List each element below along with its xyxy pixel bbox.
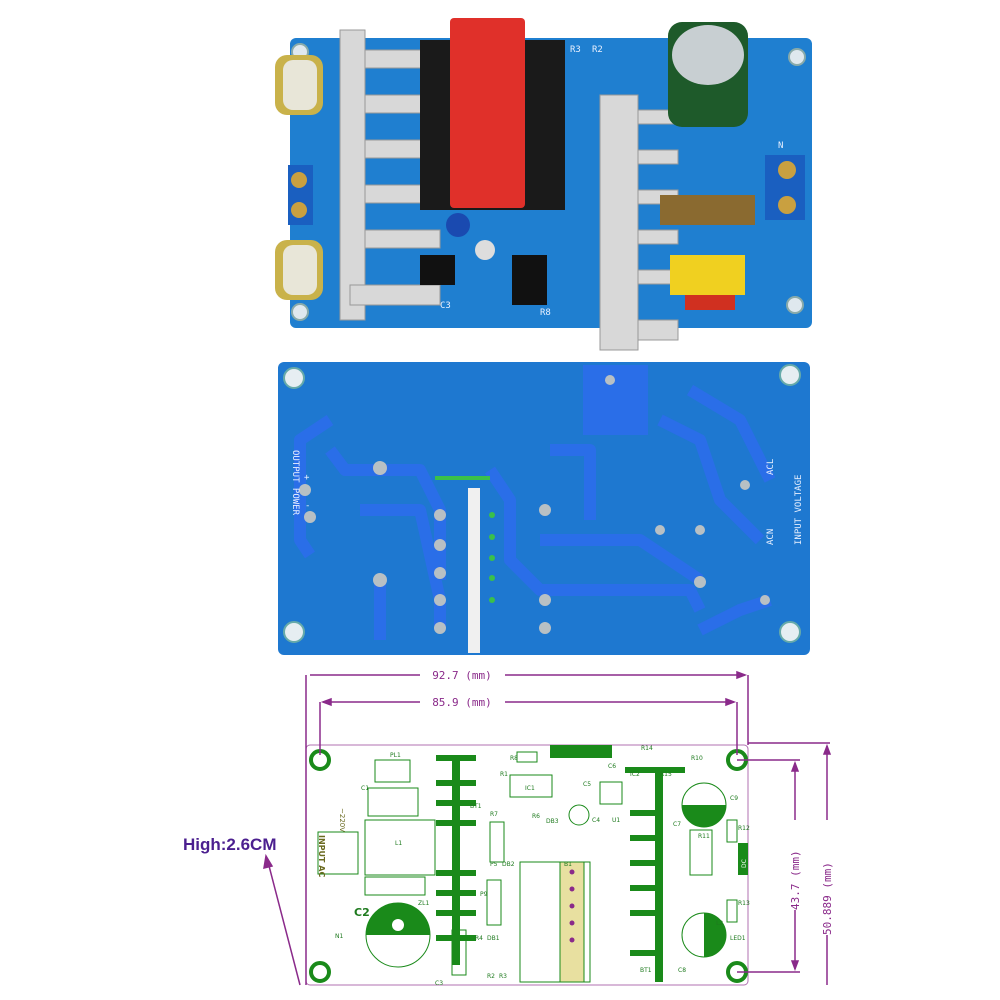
- dimension-lines: [263, 670, 832, 986]
- common-mode-choke: [660, 195, 755, 225]
- capacitor-footprints: [365, 782, 727, 968]
- designator: R11: [698, 833, 710, 840]
- input-terminal-block: N: [765, 141, 805, 220]
- silk-c3: C3: [440, 301, 451, 311]
- designator: C1: [361, 785, 369, 792]
- designator: N1: [335, 933, 343, 940]
- acl-label: ACL: [766, 459, 776, 475]
- designator: C4: [592, 817, 600, 824]
- isolation-slot: [468, 488, 480, 653]
- pcb-bottom-photo: OUTPUT POWER + - INPUT VOLTAGE ACL ACN: [278, 362, 810, 655]
- led-pads: [489, 512, 495, 603]
- designator: R12: [738, 825, 750, 832]
- output-power-label: OUTPUT POWER: [290, 450, 300, 516]
- input-voltage-label: INPUT VOLTAGE: [794, 475, 804, 545]
- designator: DB2: [502, 861, 515, 868]
- height-outer-dimension: 50.889 (mm): [821, 862, 834, 935]
- component-designators: PL1 C1 L1 ZL1 C2 N1 BT1 R7 R1 IC1 R8 C6 …: [335, 745, 750, 987]
- designator: R15: [660, 771, 672, 778]
- designator: R2: [487, 973, 495, 980]
- designator: R8: [510, 755, 518, 762]
- width-inner-dimension: 85.9 (mm): [432, 696, 492, 709]
- output-capacitors: [275, 55, 323, 300]
- designator: PL1: [390, 752, 401, 759]
- designator: U1: [612, 817, 620, 824]
- voltage-label: ~220V: [338, 808, 346, 832]
- designator: C7: [673, 821, 681, 828]
- designator: ZL1: [418, 900, 429, 907]
- designator: L1: [395, 840, 402, 847]
- designator: BT1: [640, 967, 652, 974]
- mounting-holes-bottom: [283, 364, 801, 643]
- dimension-drawing: 92.7 (mm) 85.9 (mm) 43.7 (mm) 50.889 (mm…: [183, 669, 834, 987]
- acn-label: ACN: [766, 529, 776, 545]
- y-capacitor: [446, 213, 470, 237]
- x-capacitor: [670, 255, 745, 295]
- transformer: [420, 18, 565, 210]
- silk-r3: R3: [570, 45, 581, 55]
- designator: IC1: [525, 785, 535, 792]
- designator: R13: [738, 900, 750, 907]
- dc-output-connector: [738, 843, 748, 875]
- component-footprints: [317, 751, 738, 983]
- output-plus-label: +: [304, 473, 310, 483]
- designator: C9: [730, 795, 738, 802]
- designator: C5: [583, 781, 591, 788]
- bridge-pads: [569, 869, 575, 943]
- designator: BT1: [470, 803, 482, 810]
- mounting-holes-top: [291, 43, 806, 321]
- designator: C8: [678, 967, 686, 974]
- copper-pad-large: [583, 365, 648, 435]
- height-inner-dimension: 43.7 (mm): [789, 850, 802, 910]
- designator: R6: [532, 813, 540, 820]
- output-terminal-block: [288, 165, 313, 225]
- designator: LED1: [730, 935, 746, 942]
- input-ac-label: INPUT AC: [317, 835, 326, 877]
- designator: R7: [490, 811, 498, 818]
- designator: B1: [564, 861, 572, 868]
- silk-n: N: [778, 141, 783, 151]
- optocoupler: [420, 255, 455, 285]
- designator: R3: [499, 973, 507, 980]
- designator: C2: [354, 906, 370, 919]
- dc-label: DC: [741, 859, 748, 868]
- solder-joints: [299, 375, 770, 634]
- heatsink-right: [599, 94, 679, 351]
- ic-chip: [512, 255, 547, 305]
- designator: IC2: [630, 771, 640, 778]
- designator: L2: [716, 920, 723, 927]
- thermistor: [685, 295, 735, 310]
- output-minus-label: -: [305, 501, 310, 511]
- designator: R1: [500, 771, 508, 778]
- designator: R10: [691, 755, 703, 762]
- heatsink-footprints: [436, 745, 685, 982]
- designator: P5: [490, 861, 498, 868]
- designator: DB3: [546, 818, 559, 825]
- designator: R4: [475, 935, 483, 942]
- designator: P9: [480, 891, 488, 898]
- silk-r2: R2: [592, 45, 603, 55]
- designator: C3: [435, 980, 443, 987]
- silk-r8: R8: [540, 308, 551, 318]
- pcb-top-photo: N R3 R2 R8 C3: [275, 18, 812, 351]
- thickness-label: High:2.6CM: [183, 835, 277, 854]
- width-outer-dimension: 92.7 (mm): [432, 669, 492, 682]
- small-capacitor: [475, 240, 495, 260]
- designator: R14: [641, 745, 653, 752]
- bulk-capacitor: [668, 22, 748, 127]
- designator: C6: [608, 763, 616, 770]
- designator: DB1: [487, 935, 500, 942]
